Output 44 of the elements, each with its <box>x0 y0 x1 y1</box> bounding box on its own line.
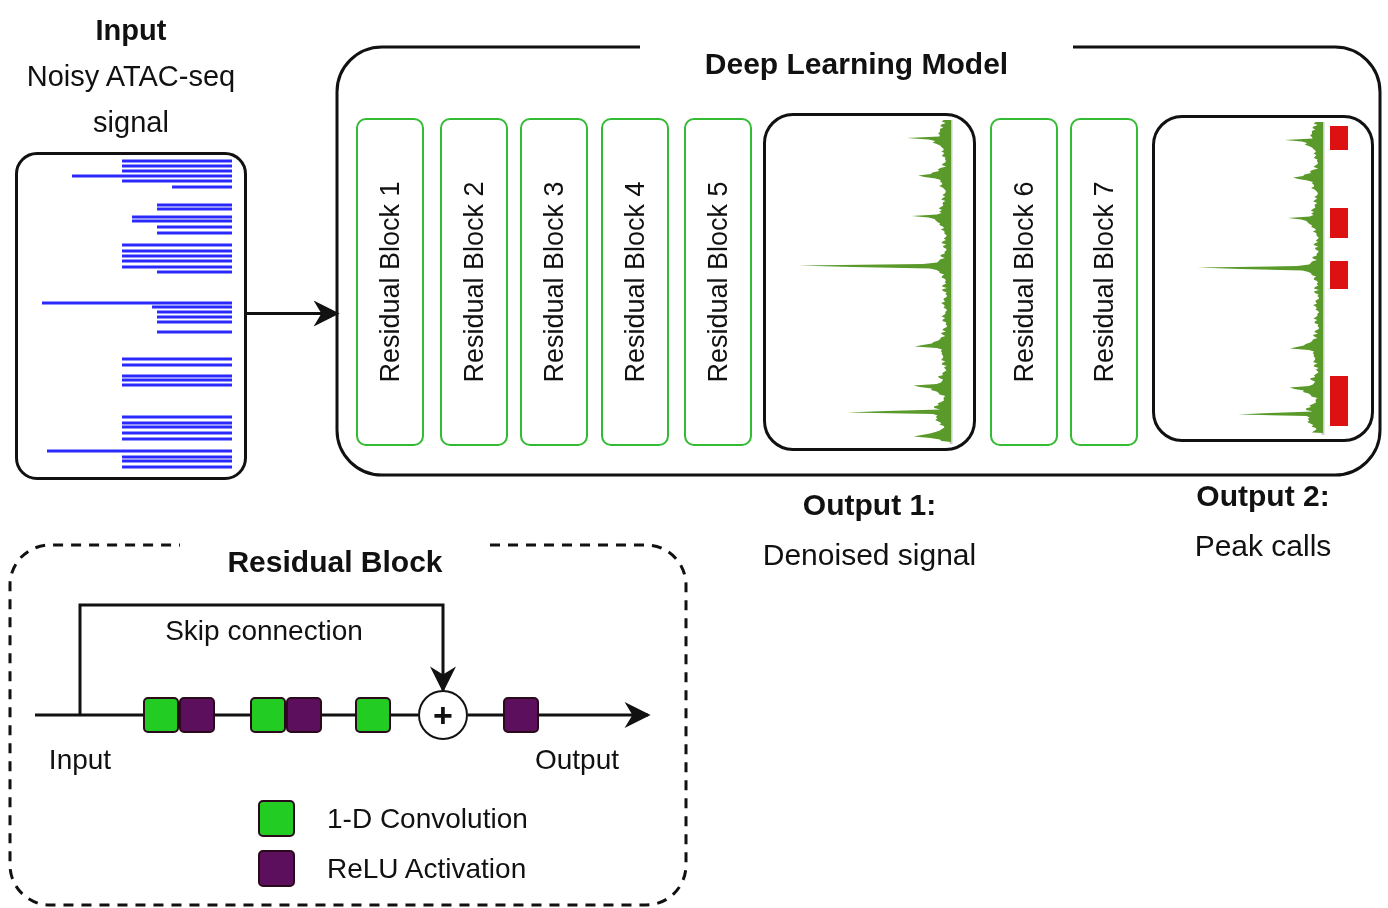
connector-line <box>215 713 250 717</box>
residual-block <box>990 118 1058 446</box>
block-label: Residual Block 2 <box>458 181 490 383</box>
block-label: Residual Block 6 <box>1008 181 1040 383</box>
connector-line <box>468 713 503 717</box>
block-label: Residual Block 5 <box>702 181 734 383</box>
connector-line <box>35 713 143 717</box>
arrow <box>78 603 456 715</box>
residual-block <box>356 118 424 446</box>
output-heading: Output 2: <box>1196 478 1330 514</box>
convolution-square <box>355 697 391 733</box>
residual-block <box>601 118 669 446</box>
activation-square <box>286 697 322 733</box>
residual-block-panel <box>10 545 686 905</box>
arrow <box>539 702 651 728</box>
residual-block <box>520 118 588 446</box>
block-label: Residual Block 7 <box>1088 181 1120 383</box>
activation-square <box>503 697 539 733</box>
convolution-square <box>250 697 286 733</box>
output-label: Output <box>534 744 620 776</box>
connector-line <box>391 713 418 717</box>
output-description: Denoised signal <box>762 537 977 573</box>
convolution-square <box>143 697 179 733</box>
block-label: Residual Block 4 <box>619 181 651 383</box>
legend-text: 1-D Convolution <box>327 803 528 835</box>
input-label: Input <box>48 744 112 776</box>
addition-circle <box>418 690 468 740</box>
arrow <box>247 300 340 327</box>
connector-line <box>322 713 355 717</box>
residual-block <box>684 118 752 446</box>
section-title: Deep Learning Model <box>703 47 1010 81</box>
plus-sign: + <box>433 698 453 732</box>
edge-label: Skip connection <box>165 615 363 647</box>
output-heading: Output 1: <box>802 487 937 523</box>
block-label: Residual Block 1 <box>374 181 406 383</box>
block-label: Residual Block 3 <box>538 181 570 383</box>
section-title: Residual Block <box>226 545 444 579</box>
legend-text: ReLU Activation <box>327 853 527 885</box>
activation-square <box>179 697 215 733</box>
input-heading: Input <box>95 13 167 48</box>
input-description: Noisy ATAC-seq signal <box>25 59 237 140</box>
residual-block <box>1070 118 1138 446</box>
output-description: Peak calls <box>1194 528 1332 564</box>
residual-block <box>440 118 508 446</box>
